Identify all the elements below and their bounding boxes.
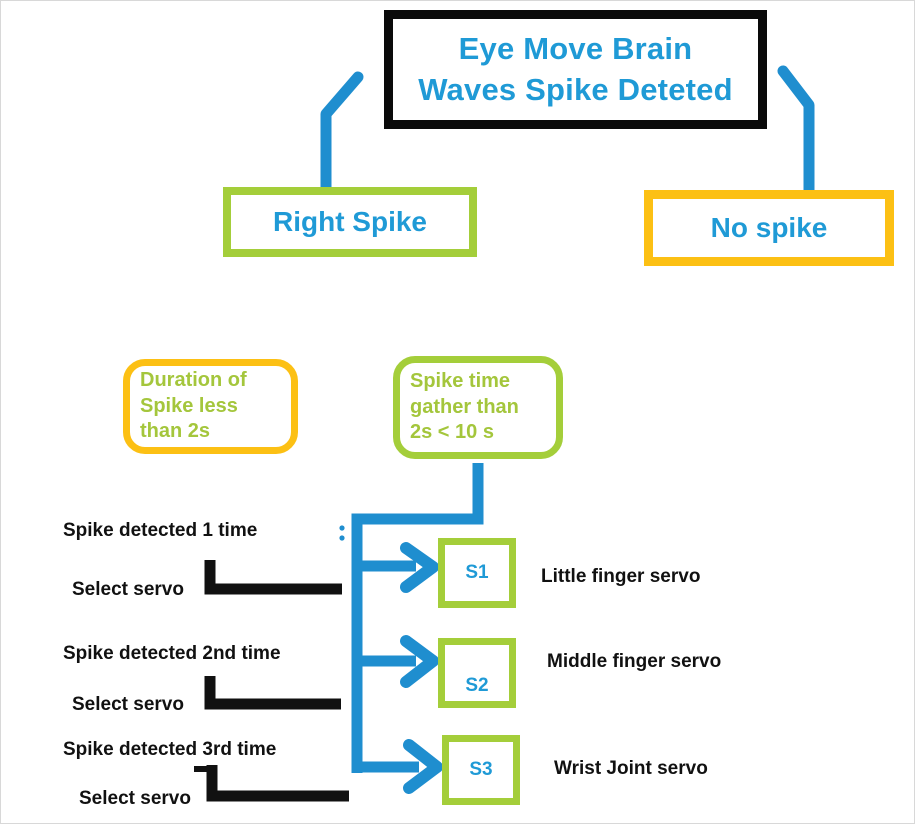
spiketime-line2: gather than xyxy=(410,395,519,418)
connector-spiketime-trunk xyxy=(351,463,484,773)
bracket-select-servo-2 xyxy=(204,676,341,710)
marker-dot-upper xyxy=(339,525,345,531)
duration-line1: Duration of xyxy=(140,369,247,392)
node-servo-s1[interactable]: S1 xyxy=(438,538,516,608)
bracket-select-servo-3 xyxy=(206,765,349,802)
arrowhead-s1 xyxy=(400,542,439,593)
spiketime-line1: Spike time xyxy=(410,370,511,393)
spiketime-line3: 2s < 10 s xyxy=(410,421,494,444)
label-select-servo-1: Select servo xyxy=(72,579,184,600)
root-label-line1: Eye Move Brain xyxy=(458,30,693,66)
label-servo-s2-description: Middle finger servo xyxy=(547,651,722,672)
label-select-servo-3: Select servo xyxy=(79,788,191,809)
root-label-line2: Waves Spike Deteted xyxy=(418,71,733,107)
node-servo-s3[interactable]: S3 xyxy=(442,735,520,805)
label-spike-detected-1: Spike detected 1 time xyxy=(63,520,258,541)
duration-line2: Spike less xyxy=(140,394,238,417)
arrowhead-s2 xyxy=(400,635,439,688)
servo-s3-code: S3 xyxy=(469,759,493,780)
bracket-select-servo-1 xyxy=(204,560,342,595)
servo-s1-code: S1 xyxy=(465,562,489,583)
node-root-spike-detected[interactable]: Eye Move Brain Waves Spike Deteted xyxy=(384,10,767,129)
connector-root-to-no-spike xyxy=(777,65,815,203)
label-servo-s1-description: Little finger servo xyxy=(541,566,701,587)
arrowhead-s3 xyxy=(403,739,443,794)
node-servo-s2[interactable]: S2 xyxy=(438,638,516,708)
servo-s2-code: S2 xyxy=(465,675,489,696)
marker-dot-lower xyxy=(339,535,345,541)
duration-line3: than 2s xyxy=(140,420,211,443)
no-spike-label: No spike xyxy=(710,212,828,243)
label-spike-detected-2: Spike detected 2nd time xyxy=(63,643,281,664)
node-condition-spike-time[interactable]: Spike time gather than 2s < 10 s xyxy=(393,356,563,459)
node-no-spike[interactable]: No spike xyxy=(644,190,894,266)
label-spike-detected-3: Spike detected 3rd time xyxy=(63,739,277,760)
label-servo-s3-description: Wrist Joint servo xyxy=(554,758,708,779)
connector-root-to-right-spike xyxy=(320,71,364,200)
label-select-servo-2: Select servo xyxy=(72,694,184,715)
node-condition-duration[interactable]: Duration of Spike less than 2s xyxy=(123,359,298,454)
right-spike-label: Right Spike xyxy=(272,206,427,237)
node-right-spike[interactable]: Right Spike xyxy=(223,187,477,257)
